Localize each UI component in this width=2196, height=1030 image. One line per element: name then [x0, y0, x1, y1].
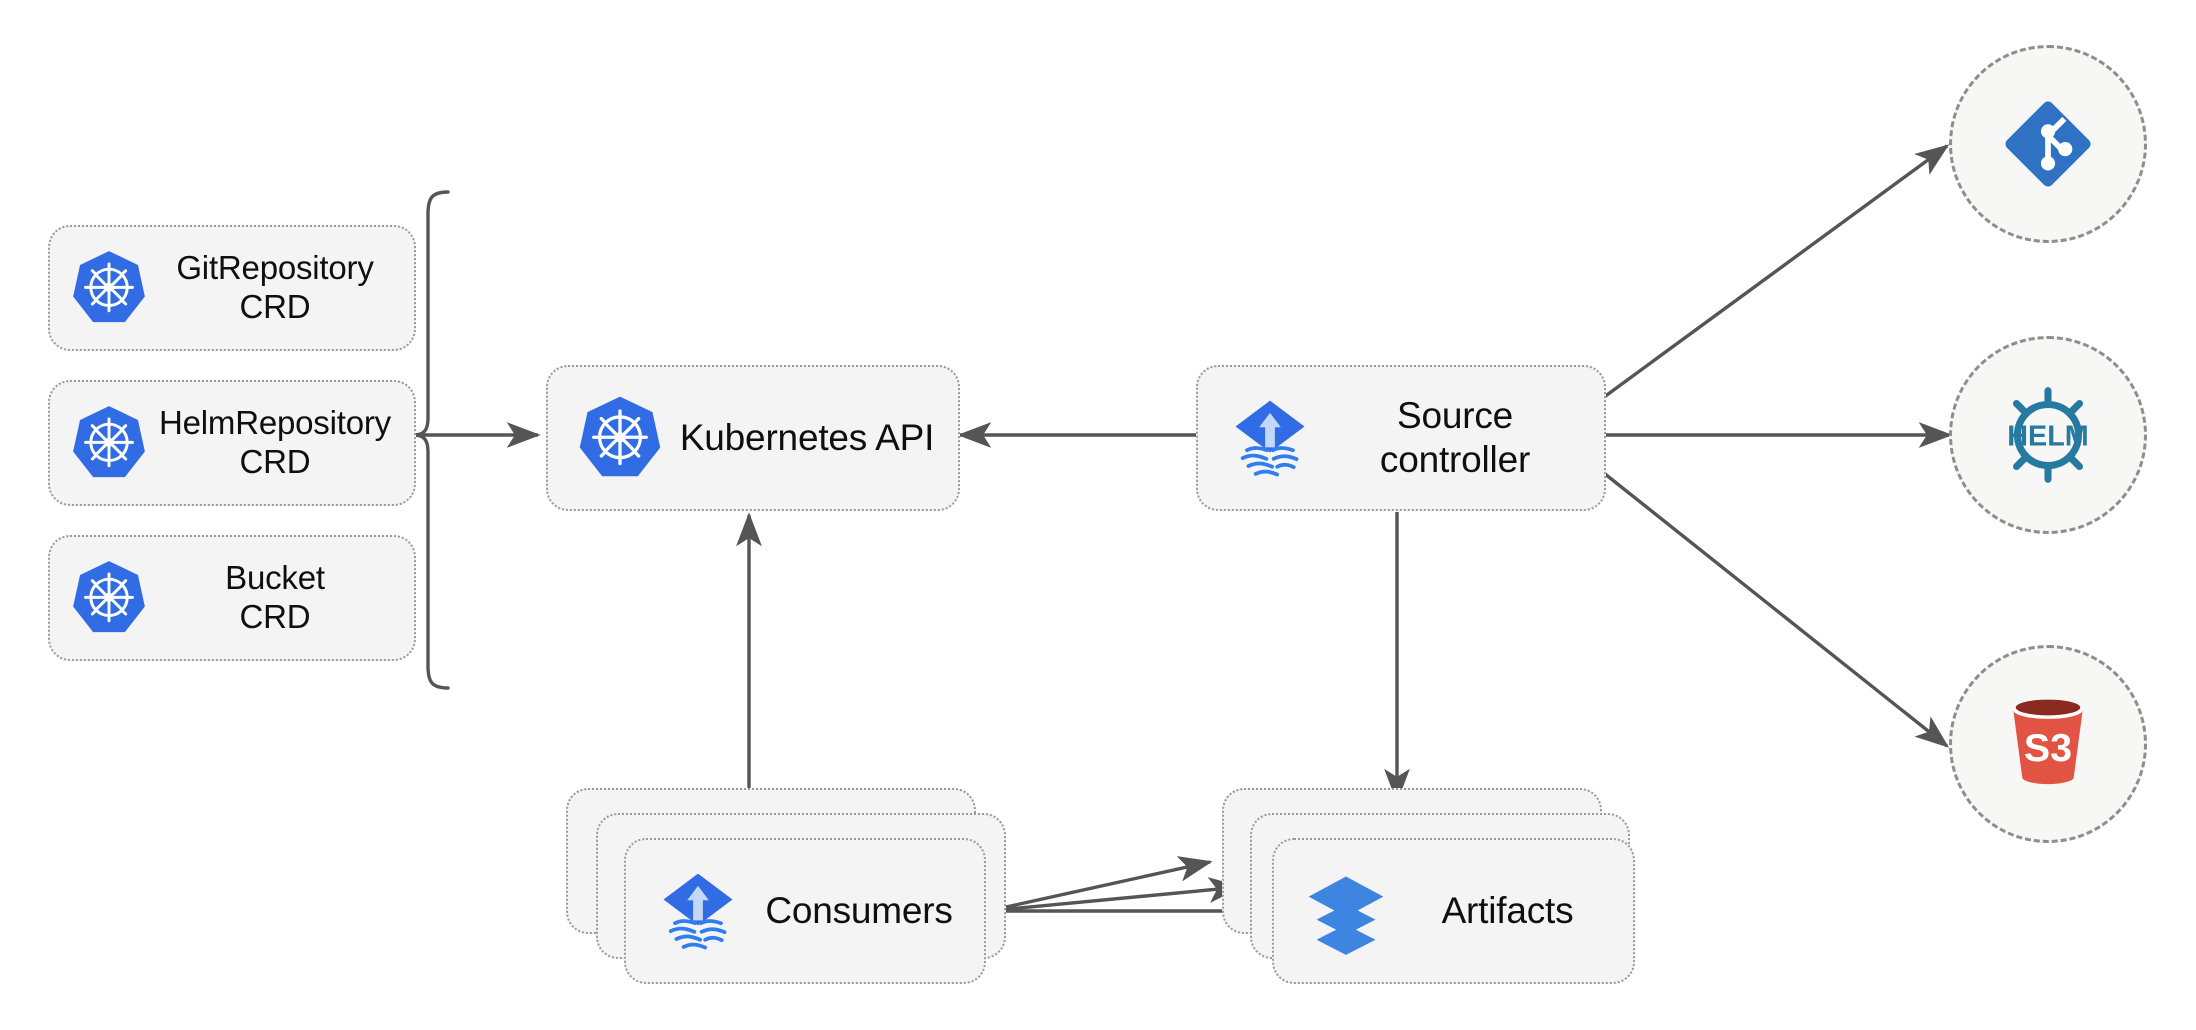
node-kubernetes-api[interactable]: Kubernetes API [546, 365, 960, 511]
flux-icon [652, 865, 744, 957]
kubernetes-icon [574, 392, 666, 484]
endpoint-git[interactable] [1949, 45, 2147, 243]
flux-icon [1224, 392, 1316, 484]
arrow-consumers-to-artifacts-2 [987, 877, 1243, 913]
crd-label: Bucket CRD [225, 559, 325, 635]
node-source-controller[interactable]: Source controller [1196, 365, 1606, 511]
node-label: Kubernetes API [679, 417, 935, 459]
endpoint-helm[interactable]: HELM [1949, 336, 2147, 534]
s3-wordmark: S3 [2024, 726, 2072, 770]
crd-label: GitRepository CRD [176, 249, 374, 325]
git-icon [1994, 90, 2102, 198]
node-label: Artifacts [1441, 890, 1574, 932]
helm-icon: HELM [1985, 372, 2111, 498]
kubernetes-icon [68, 402, 150, 484]
node-consumers[interactable]: Consumers [624, 838, 986, 984]
node-artifacts[interactable]: Artifacts [1272, 838, 1635, 984]
crd-box-bucket[interactable]: Bucket CRD [48, 535, 416, 661]
helm-wordmark: HELM [2007, 421, 2088, 453]
crd-label: HelmRepository CRD [159, 404, 391, 480]
crd-box-helmrepository[interactable]: HelmRepository CRD [48, 380, 416, 506]
crd-group-brace [413, 190, 450, 690]
arrow-source-to-s3 [1598, 468, 1950, 748]
s3-bucket-icon: S3 [1988, 684, 2108, 804]
crd-box-gitrepository[interactable]: GitRepository CRD [48, 225, 416, 351]
node-label: Source controller [1379, 395, 1531, 480]
arrow-source-to-git [1598, 144, 1950, 402]
node-label: Consumers [765, 890, 953, 932]
endpoint-s3[interactable]: S3 [1949, 645, 2147, 843]
arrow-consumers-to-artifacts-1 [987, 856, 1213, 913]
kubernetes-icon [68, 557, 150, 639]
kubernetes-icon [68, 247, 150, 329]
layers-icon [1300, 865, 1392, 957]
